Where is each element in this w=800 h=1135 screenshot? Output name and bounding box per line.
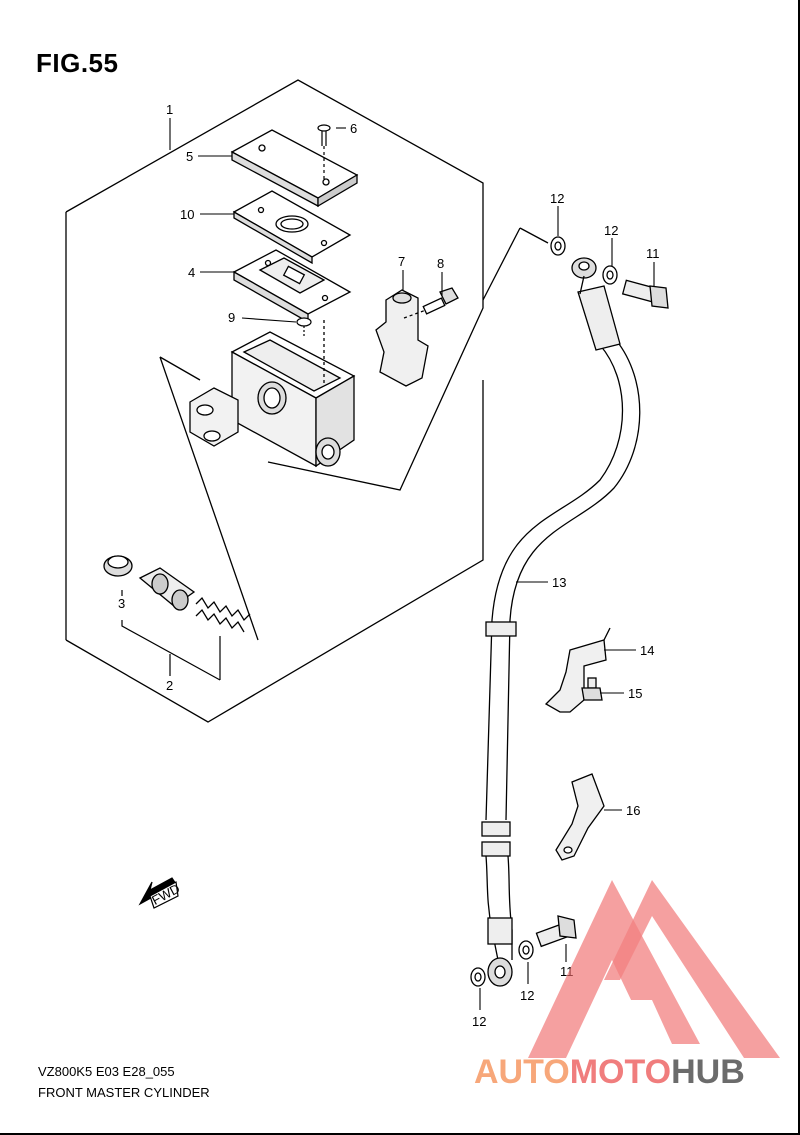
fwd-label: FWD xyxy=(149,881,182,908)
piston-kit xyxy=(103,555,251,633)
bracket-bolt xyxy=(581,677,603,701)
callout-11a: 11 xyxy=(646,246,660,261)
brake-hose xyxy=(481,257,641,987)
frame-right xyxy=(798,0,800,1135)
callout-13: 13 xyxy=(552,575,566,590)
callout-15: 15 xyxy=(628,686,642,701)
callout-4: 4 xyxy=(188,265,195,280)
callout-12b: 12 xyxy=(604,223,618,238)
diaphragm xyxy=(232,249,352,324)
reservoir-cap xyxy=(230,129,359,208)
callout-labels: 1 2 3 4 5 6 7 8 9 10 11 11 12 12 12 12 1… xyxy=(118,102,660,1029)
callout-5: 5 xyxy=(186,149,193,164)
watermark-logo xyxy=(528,880,780,1058)
diaphragm-plate xyxy=(232,190,352,265)
reservoir-float xyxy=(296,317,312,336)
watermark-auto: AUTO xyxy=(474,1053,570,1091)
callout-3: 3 xyxy=(118,596,125,611)
callout-12a: 12 xyxy=(550,191,564,206)
handlebar-clamp xyxy=(375,289,429,387)
callout-2: 2 xyxy=(166,678,173,693)
union-bolts xyxy=(535,279,669,948)
callout-12d: 12 xyxy=(472,1014,486,1029)
callout-16: 16 xyxy=(626,803,640,818)
callout-10: 10 xyxy=(180,207,194,222)
callout-9: 9 xyxy=(228,310,235,325)
hose-bracket xyxy=(544,627,611,713)
hose-clamp xyxy=(555,773,605,861)
diagram-code: VZ800K5 E03 E28_055 xyxy=(38,1064,175,1079)
frame-bottom xyxy=(0,1133,800,1135)
washers xyxy=(470,236,618,987)
diagram-title: FRONT MASTER CYLINDER xyxy=(38,1085,210,1100)
figure-title: FIG.55 xyxy=(36,48,119,78)
watermark-hub: HUB xyxy=(671,1053,745,1091)
callout-7: 7 xyxy=(398,254,405,269)
master-cylinder-body xyxy=(189,320,356,468)
assembly-outline xyxy=(65,79,484,491)
watermark-moto: MOTO xyxy=(569,1053,672,1091)
clamp-bolt xyxy=(403,287,459,319)
callout-8: 8 xyxy=(437,256,444,271)
cap-screw xyxy=(317,124,331,180)
callout-12c: 12 xyxy=(520,988,534,1003)
callout-1: 1 xyxy=(166,102,173,117)
callout-6: 6 xyxy=(350,121,357,136)
watermark-wordmark: AUTOMOTOHUB xyxy=(474,1053,745,1092)
callout-14: 14 xyxy=(640,643,654,658)
fwd-arrow-icon xyxy=(138,877,179,909)
